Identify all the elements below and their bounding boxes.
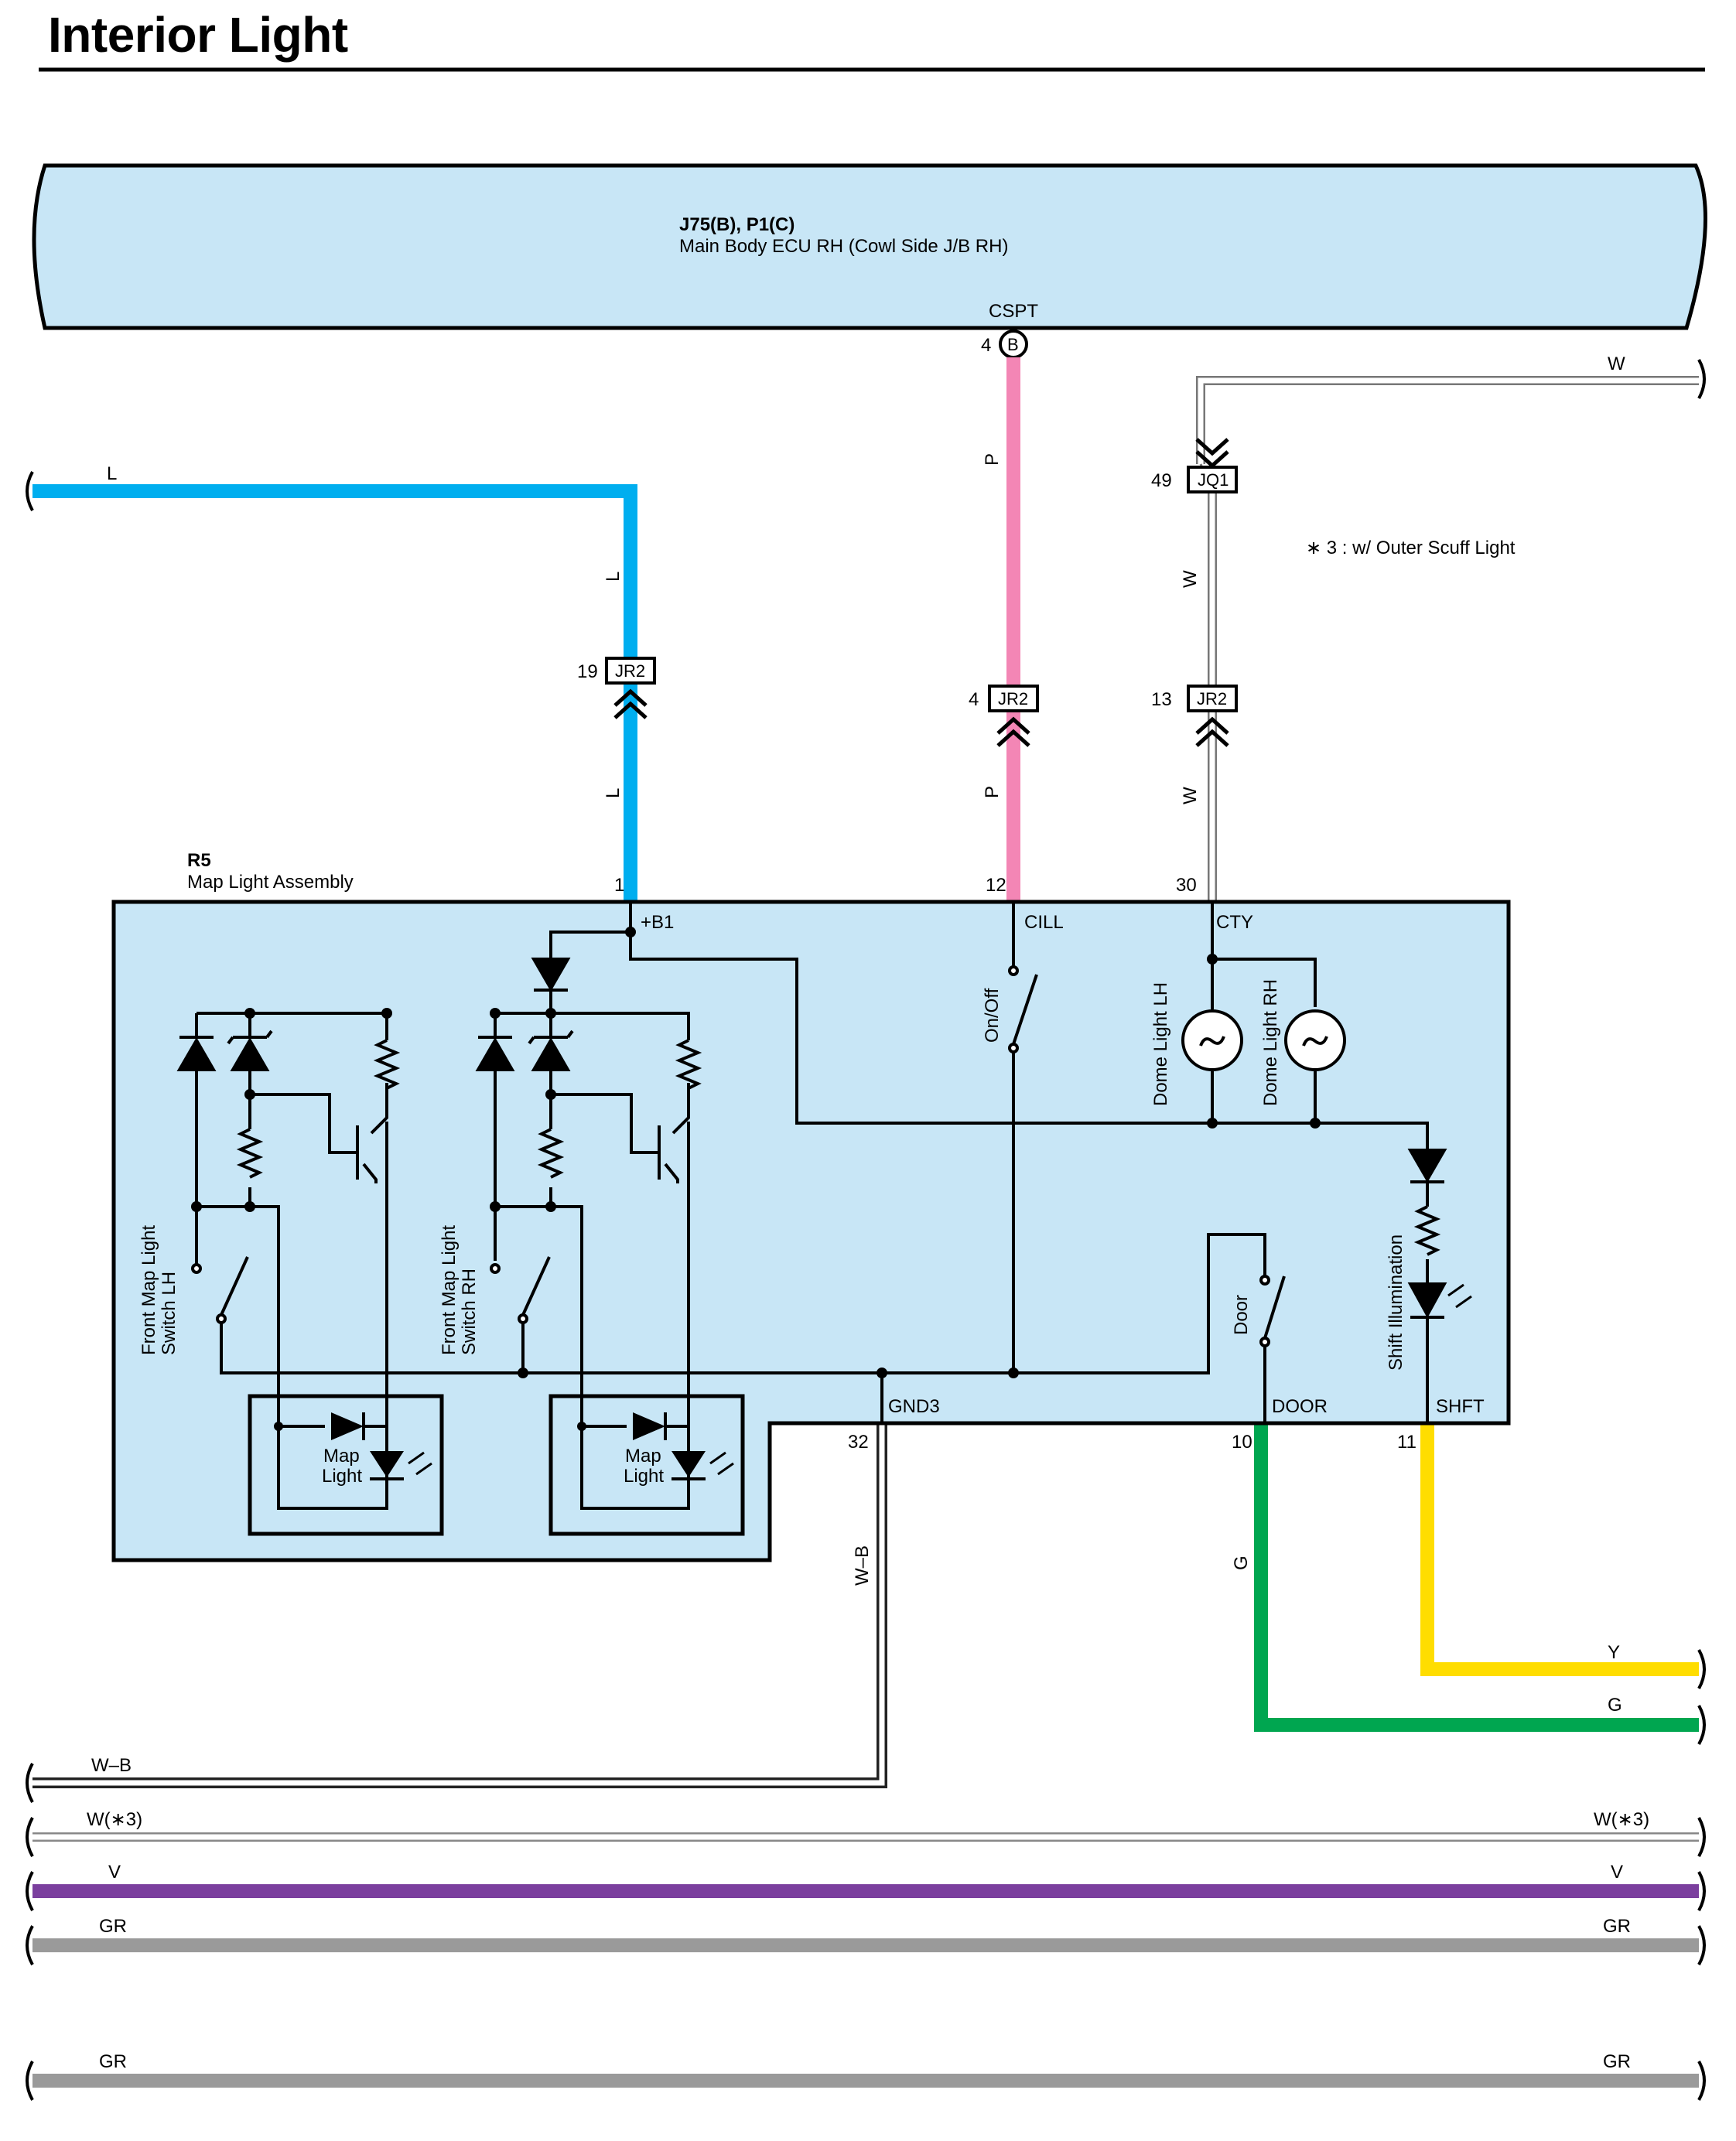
wire-gr1-label-l: GR: [99, 1916, 127, 1937]
wire-l: [32, 484, 637, 901]
switch-icons: [191, 965, 1286, 1347]
connector-jq1: JQ1 49: [1151, 438, 1238, 493]
wire-v-label-r: V: [1611, 1862, 1623, 1883]
pin-cill: 12: [986, 875, 1006, 896]
term-shft: SHFT: [1436, 1396, 1485, 1417]
wire-gr2-label-l: GR: [99, 2051, 127, 2072]
label-front-lh: Front Map LightSwitch LH: [138, 1225, 179, 1355]
transistor-icons: [356, 1125, 661, 1180]
ecu-code: J75(B), P1(C): [679, 214, 795, 235]
jr2-p-name: JR2: [998, 689, 1028, 709]
ecu-name: Main Body ECU RH (Cowl Side J/B RH): [679, 236, 1008, 257]
pin-gnd3: 32: [848, 1432, 869, 1453]
connector-jr2-l: JR2 19: [577, 657, 656, 719]
wire-w3-label-l: W(∗3): [87, 1809, 142, 1830]
wire-w-label-3: W: [1180, 787, 1201, 804]
wire-w-label-2: W: [1180, 570, 1201, 588]
wire-break-marks: [26, 359, 1706, 2101]
map-light-1-label: Map: [323, 1446, 360, 1467]
map-light-2-label-2: Light: [624, 1466, 664, 1487]
wire-y-label: Y: [1608, 1642, 1620, 1663]
jr2-w-pin: 13: [1151, 689, 1172, 710]
wire-gr2-label-r: GR: [1603, 2051, 1631, 2072]
wire-g-label-2: G: [1608, 1695, 1622, 1716]
junction-dots: [191, 927, 1321, 1431]
label-door: Door: [1231, 1295, 1252, 1335]
pin-b1: 1: [614, 875, 624, 896]
wire-v-label-l: V: [108, 1862, 121, 1883]
page-title: Interior Light: [48, 7, 348, 63]
wire-p-label-1: P: [982, 453, 1003, 466]
term-cty: CTY: [1216, 912, 1253, 933]
wire-p-label-2: P: [982, 786, 1003, 798]
resistor-icons: [236, 1039, 1441, 1256]
assembly-code: R5: [187, 850, 211, 871]
label-on-off: On/Off: [982, 988, 1003, 1043]
pin-shft: 11: [1397, 1432, 1416, 1453]
wire-w3-label-r: W(∗3): [1594, 1809, 1649, 1830]
jr2-l-pin: 19: [577, 661, 598, 682]
pin-door: 10: [1232, 1432, 1252, 1453]
wire-wb-label-1: W–B: [852, 1545, 873, 1586]
wire-l-label-3: L: [603, 788, 624, 798]
jr2-p-pin: 4: [969, 689, 979, 710]
assembly-name: Map Light Assembly: [187, 872, 354, 893]
map-light-1-label-2: Light: [322, 1466, 362, 1487]
map-light-box-2: Map Light: [548, 1394, 745, 1536]
wire-w: [1196, 376, 1699, 464]
wire-gr1-label-r: GR: [1603, 1916, 1631, 1937]
ecu-terminal: CSPT: [989, 301, 1038, 322]
wire-y: [1420, 1423, 1699, 1676]
wire-w-label-1: W: [1608, 353, 1625, 374]
pin-cty: 30: [1176, 875, 1197, 896]
map-light-box-1: Map Light: [248, 1394, 444, 1536]
wire-g-label-1: G: [1231, 1555, 1252, 1570]
label-shift-illum: Shift Illumination: [1386, 1234, 1406, 1371]
ecu-pin: 4: [981, 335, 991, 356]
jq1-pin: 49: [1151, 470, 1172, 491]
term-b1: +B1: [641, 912, 674, 933]
term-cill: CILL: [1024, 912, 1064, 933]
ecu-connector-letter: B: [1007, 335, 1019, 354]
assembly-box: [111, 900, 1511, 1562]
wire-wb-label-2: W–B: [91, 1755, 132, 1776]
term-gnd3: GND3: [888, 1396, 940, 1417]
note: ∗ 3 : w/ Outer Scuff Light: [1306, 538, 1516, 558]
label-dome-lh: Dome Light LH: [1150, 982, 1171, 1106]
led-rays-shift: [1447, 1283, 1472, 1309]
jr2-w-name: JR2: [1197, 689, 1227, 709]
connector-jr2-p: JR2 4: [969, 685, 1039, 747]
wire-l-label-2: L: [603, 572, 624, 582]
wire-l-label-1: L: [107, 463, 117, 484]
lamp-icons: [1181, 1009, 1346, 1071]
map-light-2-label: Map: [625, 1446, 661, 1467]
ecu-box: [32, 163, 1707, 330]
connector-jr2-w: JR2 13: [1151, 685, 1238, 747]
jq1-name: JQ1: [1198, 470, 1229, 490]
label-front-rh: Front Map LightSwitch RH: [439, 1225, 480, 1355]
diode-icons: [176, 958, 1447, 1319]
term-door: DOOR: [1272, 1396, 1328, 1417]
wire-g: [1254, 1423, 1699, 1732]
label-dome-rh: Dome Light RH: [1260, 979, 1281, 1106]
jr2-l-name: JR2: [615, 661, 645, 681]
